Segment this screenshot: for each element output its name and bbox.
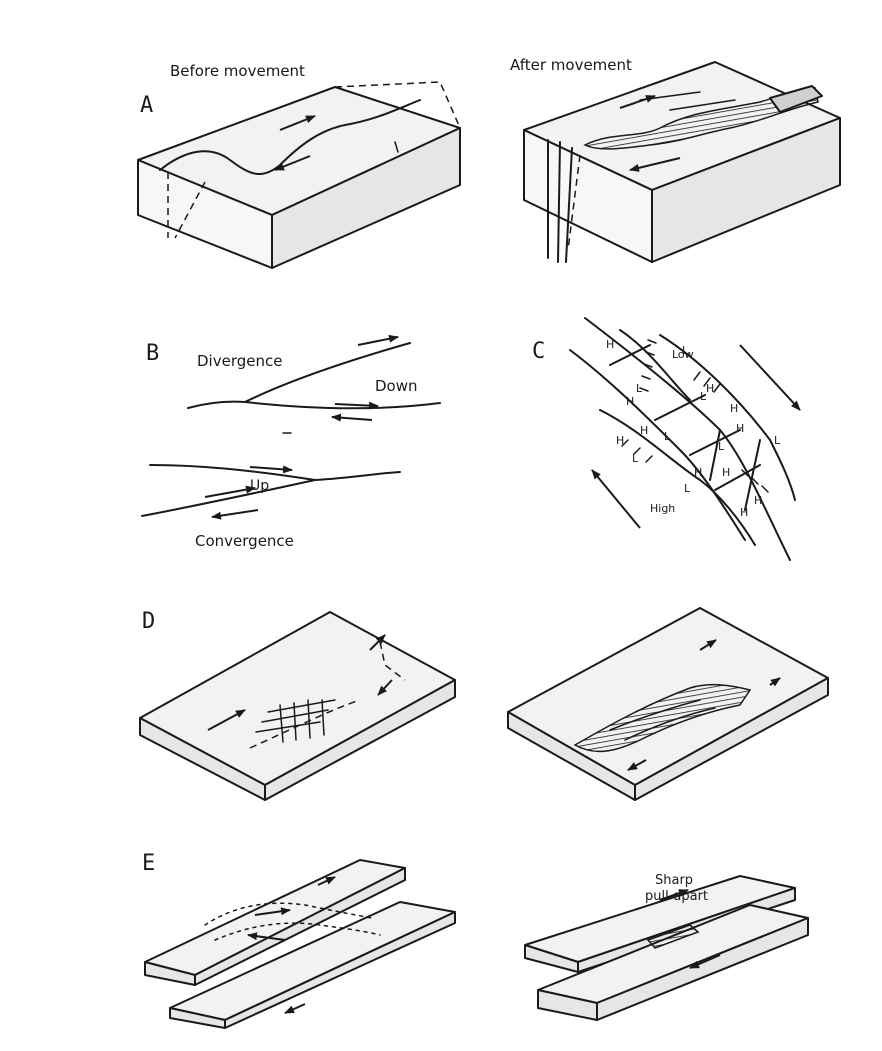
label-divergence: Divergence <box>197 352 282 370</box>
c-block-label: H <box>606 338 614 351</box>
c-block-label: H <box>730 402 738 415</box>
c-block-label: H <box>754 494 762 507</box>
panel-letter-d: D <box>142 609 155 634</box>
panel-d-left-block <box>139 611 456 801</box>
c-block-label: L <box>774 434 781 447</box>
label-sharp: Sharp <box>655 873 693 888</box>
panel-e-left-blocks <box>144 859 456 1029</box>
panel-a-before-block <box>137 81 461 269</box>
c-block-label: H <box>640 424 648 437</box>
c-block-label: H <box>740 506 748 519</box>
panel-a-after-block <box>523 61 841 263</box>
panel-letter-e: E <box>142 851 155 876</box>
panel-letter-a: A <box>140 93 153 118</box>
panel-letter-b: B <box>146 341 159 366</box>
label-high: High <box>650 502 675 515</box>
panel-b-sketch <box>141 334 441 520</box>
c-block-label: L <box>664 430 671 443</box>
c-block-label: L <box>632 452 639 465</box>
panel-d-right-block <box>507 607 829 801</box>
c-block-label: L <box>700 390 707 403</box>
c-block-label: L <box>718 440 725 453</box>
c-block-label: L <box>684 482 691 495</box>
panel-c-sketch: H L H L H H L L H L H L H L H H L H H <box>569 317 801 561</box>
c-block-label: L <box>682 344 689 357</box>
c-block-label: H <box>706 382 714 395</box>
label-low: Low <box>672 348 694 361</box>
label-pull-apart: pull-apart <box>645 889 708 904</box>
caption-after-movement: After movement <box>510 56 632 74</box>
caption-before-movement: Before movement <box>170 62 305 80</box>
c-block-label: H <box>616 434 624 447</box>
c-block-label: H <box>736 422 744 435</box>
label-down: Down <box>375 377 418 395</box>
c-block-label: L <box>636 382 643 395</box>
panel-e-right-blocks <box>524 875 809 1021</box>
c-block-label: H <box>722 466 730 479</box>
c-block-label: H <box>626 395 634 408</box>
label-convergence: Convergence <box>195 532 294 550</box>
panel-letter-c: C <box>532 339 545 364</box>
c-block-label: H <box>694 466 702 479</box>
label-up: Up <box>250 478 269 494</box>
